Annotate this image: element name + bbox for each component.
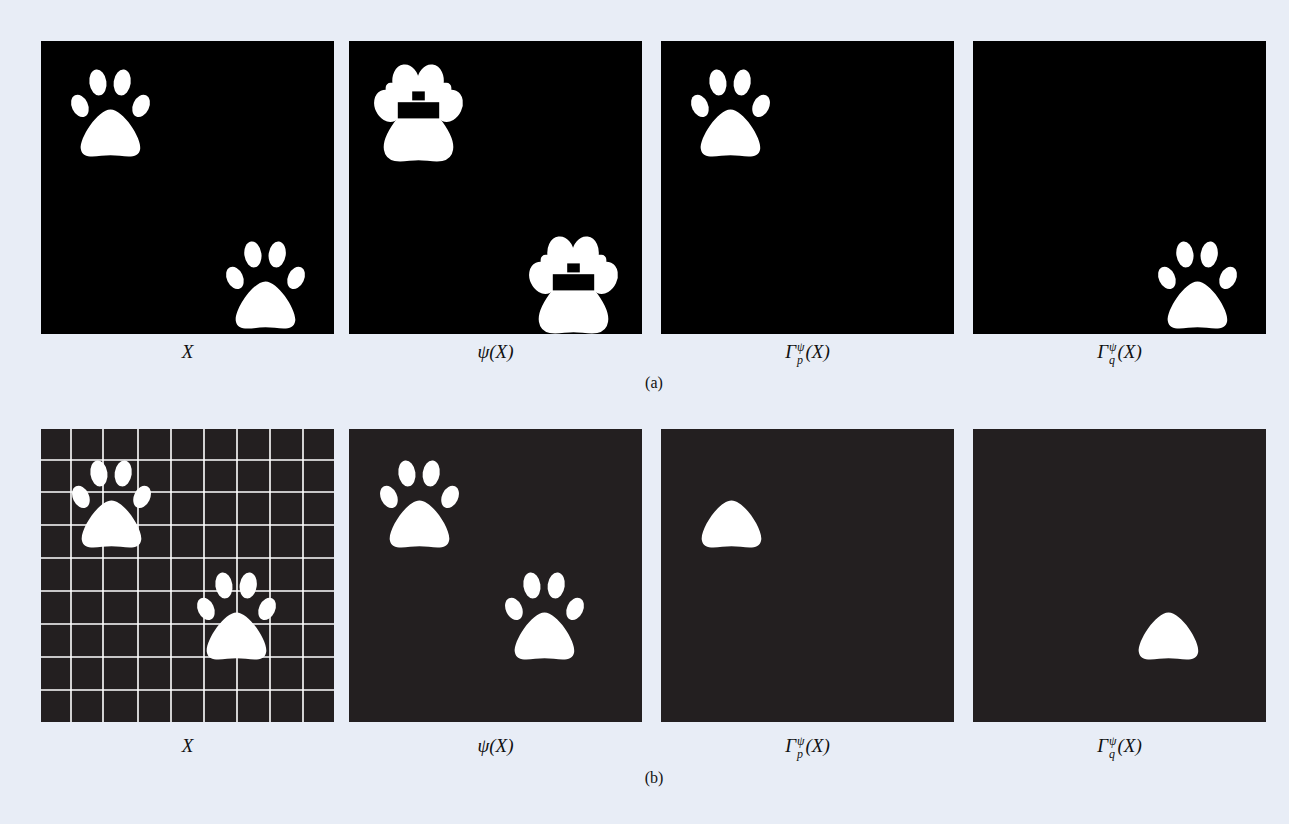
math-symbol: (X) (806, 341, 830, 362)
math-symbol: (X) (806, 735, 830, 756)
panel-row-tag: (b) (645, 766, 664, 790)
panel-caption: Γψp(X) (785, 340, 830, 367)
panel-row-tag: (a) (645, 371, 663, 395)
panel-caption: Γψq(X) (1097, 734, 1142, 761)
panel (41, 429, 334, 722)
panel-caption: Γψp(X) (785, 734, 830, 761)
panel (973, 41, 1266, 334)
panel (661, 41, 954, 334)
math-symbol: Γ (785, 735, 796, 756)
math-symbol: Γ (785, 341, 796, 362)
panel-caption: Γψq(X) (1097, 340, 1142, 367)
subscript: p (797, 354, 804, 367)
superscript: ψ (1109, 341, 1116, 354)
math-symbol: X (182, 735, 194, 756)
panel-caption: X (182, 340, 194, 364)
panel-caption: ψ(X) (477, 734, 513, 758)
math-symbol: (b) (645, 769, 664, 786)
grid-lines (41, 429, 334, 722)
subscript: p (797, 748, 804, 761)
math-symbol: (a) (645, 374, 663, 391)
math-symbol: (X) (1118, 735, 1142, 756)
subscript: q (1109, 354, 1116, 367)
script-stack: ψq (1109, 341, 1116, 367)
panel (973, 429, 1266, 722)
superscript: ψ (797, 341, 804, 354)
math-symbol: ψ(X) (477, 341, 513, 362)
superscript: ψ (1109, 735, 1116, 748)
math-symbol: Γ (1097, 735, 1108, 756)
math-symbol: Γ (1097, 341, 1108, 362)
math-symbol: (X) (1118, 341, 1142, 362)
panel (349, 429, 642, 722)
panel (661, 429, 954, 722)
subscript: q (1109, 748, 1116, 761)
panel-caption: X (182, 734, 194, 758)
math-symbol: X (182, 341, 194, 362)
panel (349, 41, 642, 334)
script-stack: ψq (1109, 735, 1116, 761)
math-symbol: ψ(X) (477, 735, 513, 756)
script-stack: ψp (797, 735, 804, 761)
panel-caption: ψ(X) (477, 340, 513, 364)
script-stack: ψp (797, 341, 804, 367)
superscript: ψ (797, 735, 804, 748)
panel (41, 41, 334, 334)
